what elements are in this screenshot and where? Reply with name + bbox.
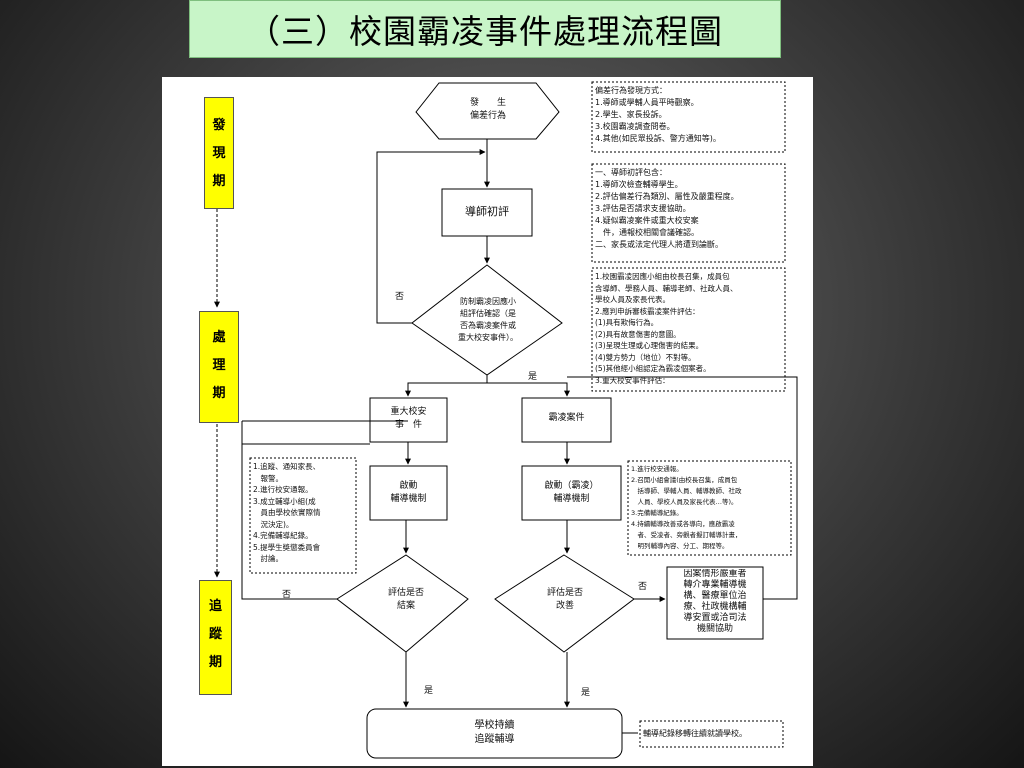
guide-left-box bbox=[369, 465, 448, 521]
assess-right-diamond bbox=[494, 554, 635, 653]
guide-right-box bbox=[521, 465, 622, 521]
referral-box bbox=[666, 566, 764, 640]
note-discover: 偏差行為發現方式： 1.導師或學輔人員平時觀察。 2.學生、家長投訴。 3.校園… bbox=[595, 86, 721, 143]
note-right-steps: 1.進行校安通報。 2.召開小組會議(由校長召集，成員包 括導師、學輔人員、輔導… bbox=[631, 465, 742, 550]
note-teacher-box bbox=[591, 163, 786, 263]
note-committee-box bbox=[591, 267, 786, 392]
guide-right-label: 啟動（霸凌） 輔導機制 bbox=[544, 481, 599, 504]
no-label-judge: 否 bbox=[395, 292, 405, 302]
occur-hexagon bbox=[415, 82, 560, 140]
yes-label-left: 是 bbox=[424, 686, 434, 696]
phase-discover: 發 現 期 bbox=[204, 97, 234, 209]
phase-handle: 處 理 期 bbox=[199, 311, 239, 423]
teacher-eval-label: 導師初評 bbox=[465, 205, 509, 218]
bully-label: 霸凌案件 bbox=[548, 413, 585, 423]
teacher-eval-box bbox=[441, 188, 533, 237]
no-label-right: 否 bbox=[638, 582, 648, 592]
guide-left-label: 啟動 輔導機制 bbox=[390, 481, 427, 504]
yes-label-right: 是 bbox=[581, 688, 591, 698]
follow-up-label: 學校持續 追蹤輔導 bbox=[474, 720, 515, 745]
major-label: 重大校安 事 件 bbox=[390, 407, 427, 430]
assess-right-label: 評估是否 改善 bbox=[546, 588, 583, 611]
flowchart-lines bbox=[214, 81, 798, 759]
note-discover-box bbox=[591, 81, 786, 153]
page-title: （三）校園霸凌事件處理流程圖 bbox=[189, 0, 781, 58]
major-box bbox=[369, 397, 448, 443]
phase-follow: 追 蹤 期 bbox=[199, 580, 232, 695]
note-left-box bbox=[249, 457, 357, 574]
note-teacher: 一、導師初評包含： 1.導師次檢查輔導學生。 2.評估偏差行為類別、屬性及嚴重程… bbox=[595, 168, 739, 249]
assess-left-label: 評估是否 結案 bbox=[387, 588, 424, 611]
yes-label-judge: 是 bbox=[528, 372, 538, 382]
note-bottom-box bbox=[639, 720, 784, 748]
no-label-left: 否 bbox=[282, 590, 292, 600]
referral-label: 因案情形嚴重者 轉介專業輔導機 構、醫療單位治 療、社政機構輔 導安置或洽司法 … bbox=[683, 569, 747, 634]
note-committee: 1.校園霸凌因應小組由校長召集，成員包 含導師、學務人員、輔導老師、社政人員、 … bbox=[595, 272, 738, 385]
note-right-box bbox=[627, 460, 792, 556]
flowchart-panel: 發 現 期 處 理 期 追 蹤 期 發 生 偏差行為 導師初評 防制霸凌因應小 … bbox=[162, 77, 813, 766]
occur-label: 發 生 偏差行為 bbox=[469, 98, 506, 121]
note-bottom: 輔導紀錄移轉往續就讀學校。 bbox=[643, 729, 747, 738]
note-left-steps: 1.追蹤、通知家長、 報警。 2.進行校安通報。 3.成立輔導小組(成 員由學校… bbox=[253, 462, 321, 563]
judge-label: 防制霸凌因應小 組評估確認（是 否為霸凌案件或 重大校安事件）。 bbox=[458, 297, 518, 342]
